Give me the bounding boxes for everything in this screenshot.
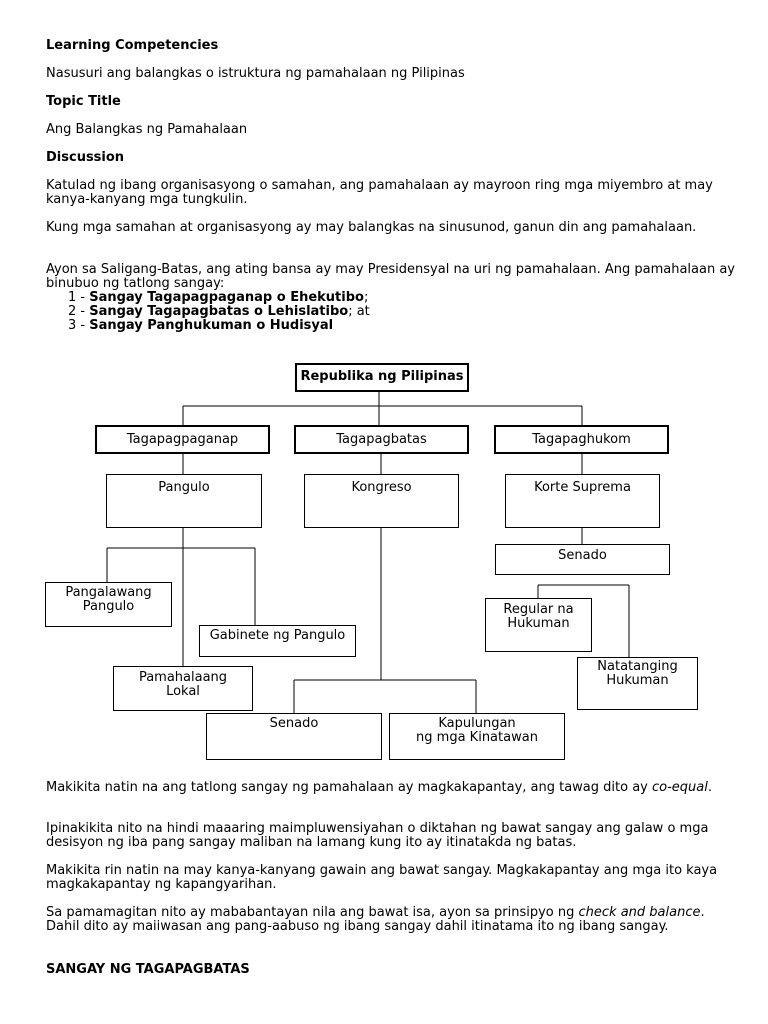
heading-topic-title: Topic Title [46,94,121,109]
box-tagapaghukom: Tagapaghukom [494,425,669,454]
box-pangulo: Pangulo [106,474,262,528]
label-kapulungan-1: Kapulungan [438,716,516,731]
label-pangalawang-1: Pangalawang [65,585,152,600]
label-senado-legislative: Senado [269,716,319,731]
label-korte-suprema: Korte Suprema [534,480,631,495]
paragraph-6: Makikita rin natin na may kanya-kanyang … [46,863,718,892]
box-korte-suprema: Korte Suprema [505,474,660,528]
label-tagapaghukom: Tagapaghukom [532,432,631,447]
box-tagapagbatas: Tagapagbatas [294,425,469,454]
branch-list: 1 - Sangay Tagapagpaganap o Ehekutibo; 2… [68,291,370,333]
box-senado-legislative: Senado [206,713,382,760]
label-natatangi-1: Natatanging [597,659,678,674]
branch-item: 1 - Sangay Tagapagpaganap o Ehekutibo; [68,290,369,305]
paragraph-4: Makikita natin na ang tatlong sangay ng … [46,780,712,795]
competency-text: Nasusuri ang balangkas o istruktura ng p… [46,66,465,81]
box-kongreso: Kongreso [304,474,459,528]
box-pangalawang-pangulo: Pangalawang Pangulo [45,582,172,627]
heading-learning-competencies: Learning Competencies [46,38,219,53]
box-regular-na-hukuman: Regular na Hukuman [485,598,592,652]
paragraph-7: Sa pamamagitan nito ay mababantayan nila… [46,905,705,934]
heading-discussion: Discussion [46,150,125,165]
box-senado-judicial: Senado [495,544,670,575]
label-senado-judicial: Senado [558,548,607,563]
topic-text: Ang Balangkas ng Pamahalaan [46,122,248,137]
label-tagapagbatas: Tagapagbatas [336,432,427,447]
box-kapulungan: Kapulungan ng mga Kinatawan [389,713,565,760]
box-natatanging-hukuman: Natatanging Hukuman [577,657,698,710]
paragraph-2: Kung mga samahan at organisasyong ay may… [46,220,697,235]
label-pangulo: Pangulo [158,480,210,495]
label-natatangi-2: Hukuman [606,673,669,688]
branch-item: 2 - Sangay Tagapagbatas o Lehislatibo; a… [68,304,370,319]
label-pamahalaang-1: Pamahalaang [138,670,228,685]
label-pangalawang-2: Pangulo [82,599,135,614]
box-tagapagpaganap: Tagapagpaganap [95,425,270,454]
label-regular-1: Regular na [503,602,574,617]
paragraph-3: Ayon sa Saligang-Batas, ang ating bansa … [46,262,735,291]
paragraph-5: Ipinakikita nito na hindi maaaring maimp… [46,821,709,850]
label-kapulungan-2: ng mga Kinatawan [416,730,538,745]
heading-sangay-ng-tagapagbatas: SANGAY NG TAGAPAGBATAS [46,962,250,977]
label-kongreso: Kongreso [351,480,412,495]
label-pamahalaang-2: Lokal [166,684,200,699]
root-box-republika: Republika ng Pilipinas [295,363,469,392]
box-gabinete: Gabinete ng Pangulo [199,625,356,657]
box-pamahalaang-lokal: Pamahalaang Lokal [113,666,253,711]
label-gabinete: Gabinete ng Pangulo [209,628,346,643]
label-regular-2: Hukuman [507,616,570,631]
root-label: Republika ng Pilipinas [300,369,464,384]
paragraph-1: Katulad ng ibang organisasyong o samahan… [46,178,713,207]
branch-item: 3 - Sangay Panghukuman o Hudisyal [68,318,334,333]
label-tagapagpaganap: Tagapagpaganap [126,432,239,447]
